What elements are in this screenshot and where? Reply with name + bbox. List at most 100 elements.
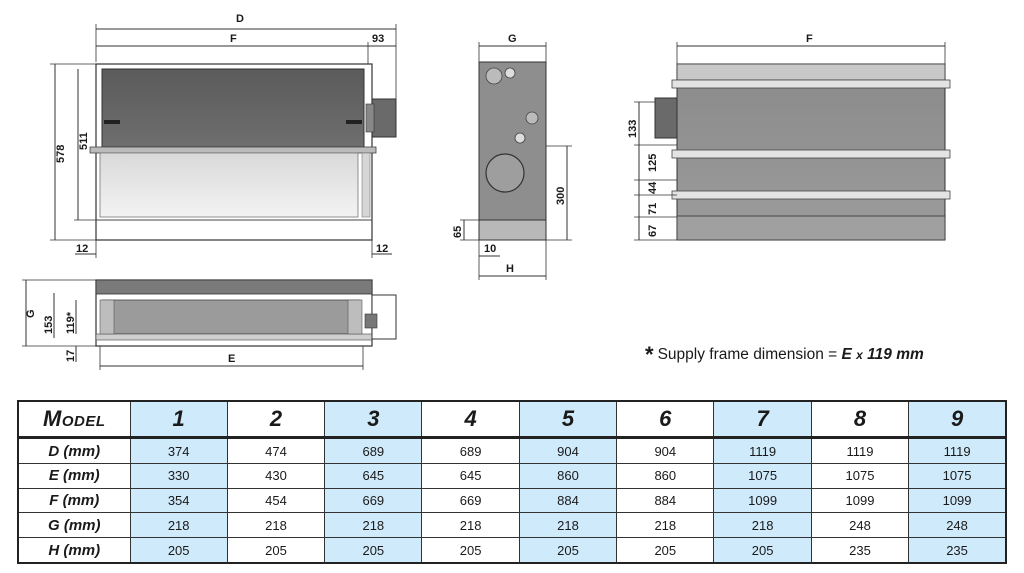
table-cell: 235 — [908, 537, 1007, 564]
table-row: G (mm) 218 218 218 218 218 218 218 248 2… — [17, 512, 1007, 539]
dim-g-side: G — [508, 33, 517, 45]
table-cell: 1119 — [713, 436, 812, 465]
table-cell: 374 — [129, 436, 228, 465]
dim-67: 67 — [647, 225, 659, 237]
table-cell: 430 — [226, 463, 326, 489]
table-cell: 1075 — [908, 463, 1007, 489]
model-col-2: 2 — [226, 400, 326, 439]
table-cell: 1119 — [810, 436, 910, 465]
table-cell: 860 — [616, 463, 715, 489]
table-cell: 474 — [226, 436, 326, 465]
dim-f-front: F — [230, 33, 237, 45]
table-row: D (mm) 374 474 689 689 904 904 1119 1119… — [17, 436, 1007, 465]
table-cell: 904 — [616, 436, 715, 465]
table-cell: 248 — [810, 512, 910, 539]
table-cell: 205 — [518, 537, 618, 564]
row-label: E (mm) — [17, 463, 131, 489]
table-cell: 330 — [129, 463, 228, 489]
dim-h: H — [506, 263, 514, 275]
table-row: H (mm) 205 205 205 205 205 205 205 235 2… — [17, 537, 1007, 564]
dim-f-rear: F — [806, 33, 813, 45]
dim-125: 125 — [647, 154, 659, 172]
table-cell: 884 — [616, 487, 715, 514]
table-cell: 645 — [324, 463, 423, 489]
table-cell: 235 — [810, 537, 910, 564]
table-cell: 218 — [226, 512, 326, 539]
dim-12-left: 12 — [76, 243, 88, 255]
table-cell: 248 — [908, 512, 1007, 539]
table-row: E (mm) 330 430 645 645 860 860 1075 1075… — [17, 463, 1007, 489]
table-cell: 1099 — [908, 487, 1007, 514]
table-cell: 1075 — [713, 463, 812, 489]
model-col-9: 9 — [908, 400, 1007, 439]
model-col-7: 7 — [713, 400, 812, 439]
table-cell: 669 — [324, 487, 423, 514]
dim-133: 133 — [627, 120, 639, 138]
table-cell: 669 — [421, 487, 520, 514]
table-cell: 218 — [421, 512, 520, 539]
dim-578: 578 — [55, 145, 67, 163]
table-cell: 218 — [518, 512, 618, 539]
model-col-1: 1 — [129, 400, 228, 439]
model-col-6: 6 — [616, 400, 715, 439]
dim-153: 153 — [43, 316, 55, 334]
asterisk-icon: * — [645, 342, 654, 367]
side-view: G 300 65 10 H — [452, 33, 572, 280]
note-x: x — [856, 348, 863, 362]
front-view: D F 93 578 511 12 12 — [50, 13, 397, 258]
table-cell: 205 — [226, 537, 326, 564]
table-cell: 689 — [421, 436, 520, 465]
note-e: E — [841, 346, 852, 363]
dimensions-table: Model 1 2 3 4 5 6 7 8 9 D (mm) 374 474 6… — [17, 400, 1007, 564]
table-cell: 218 — [616, 512, 715, 539]
dim-93: 93 — [372, 33, 384, 45]
table-row: F (mm) 354 454 669 669 884 884 1099 1099… — [17, 487, 1007, 514]
dim-511: 511 — [78, 132, 90, 150]
table-cell: 354 — [129, 487, 228, 514]
table-cell: 1099 — [810, 487, 910, 514]
table-cell: 218 — [713, 512, 812, 539]
dim-65: 65 — [452, 226, 464, 238]
model-header: Model — [17, 400, 131, 439]
table-cell: 205 — [129, 537, 228, 564]
note-text: Supply frame dimension = — [657, 346, 842, 363]
table-cell: 205 — [324, 537, 423, 564]
row-label: D (mm) — [17, 436, 131, 465]
table-cell: 205 — [421, 537, 520, 564]
dim-g-bottom: G — [25, 309, 37, 318]
table-cell: 218 — [129, 512, 228, 539]
table-cell: 205 — [713, 537, 812, 564]
bottom-view: G 153 119* 17 E — [22, 279, 397, 370]
model-col-4: 4 — [421, 400, 520, 439]
model-col-3: 3 — [324, 400, 423, 439]
dim-d-front: D — [236, 13, 244, 25]
note-value: 119 mm — [867, 346, 924, 363]
table-cell: 689 — [324, 436, 423, 465]
table-cell: 1099 — [713, 487, 812, 514]
dim-119: 119* — [65, 311, 77, 334]
dim-e: E — [228, 353, 235, 365]
table-cell: 884 — [518, 487, 618, 514]
model-col-5: 5 — [518, 400, 618, 439]
table-cell: 904 — [518, 436, 618, 465]
rear-view: F 133 125 44 71 67 — [627, 33, 951, 241]
table-cell: 454 — [226, 487, 326, 514]
supply-frame-note: *Supply frame dimension = E x 119 mm — [645, 342, 924, 368]
dim-17: 17 — [65, 350, 77, 362]
table-header-row: Model 1 2 3 4 5 6 7 8 9 — [17, 400, 1007, 439]
row-label: F (mm) — [17, 487, 131, 514]
dim-71: 71 — [647, 203, 659, 215]
dim-10: 10 — [484, 243, 496, 255]
table-cell: 1075 — [810, 463, 910, 489]
dim-300: 300 — [555, 187, 567, 205]
table-cell: 1119 — [908, 436, 1007, 465]
model-col-8: 8 — [810, 400, 910, 439]
table-cell: 645 — [421, 463, 520, 489]
dim-12-right: 12 — [376, 243, 388, 255]
dim-44: 44 — [647, 181, 659, 194]
row-label: H (mm) — [17, 537, 131, 564]
technical-drawings: D F 93 578 511 12 12 — [22, 13, 951, 370]
row-label: G (mm) — [17, 512, 131, 539]
table-cell: 218 — [324, 512, 423, 539]
table-cell: 860 — [518, 463, 618, 489]
